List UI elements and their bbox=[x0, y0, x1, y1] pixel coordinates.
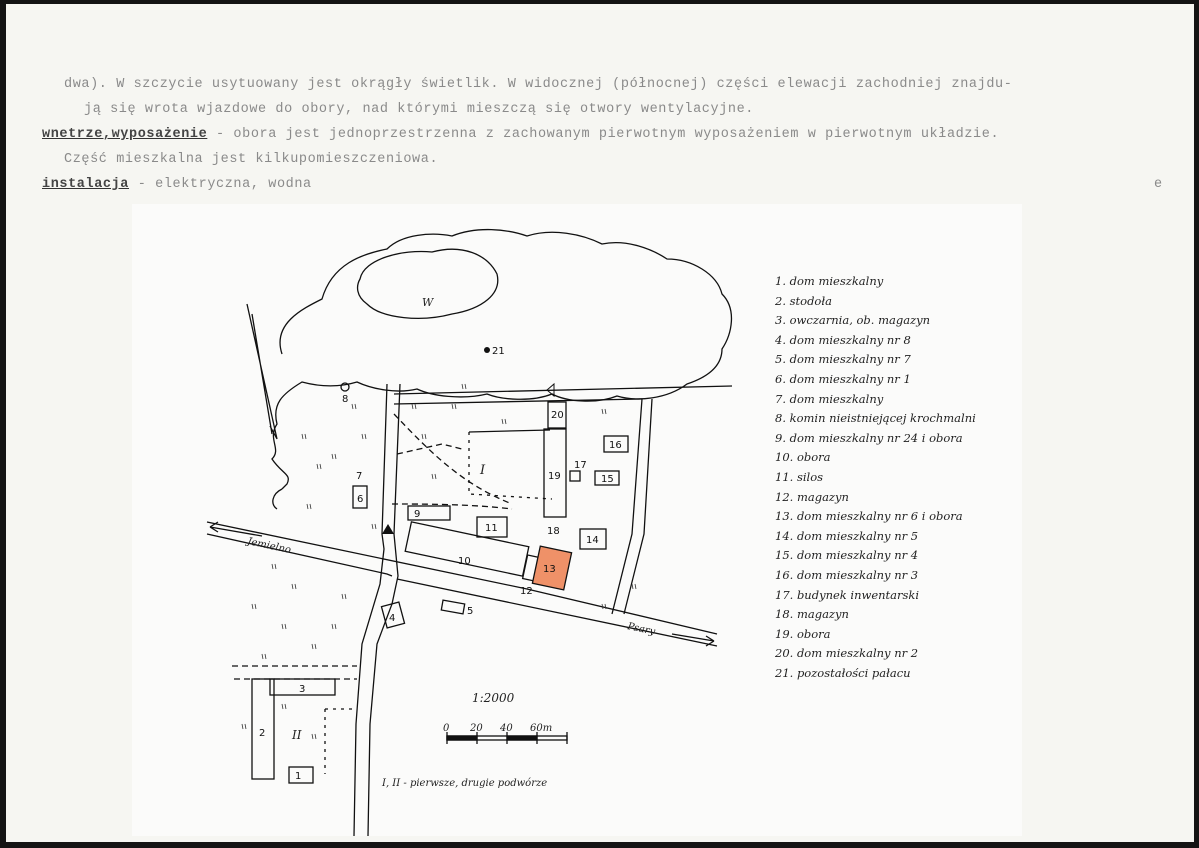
legend-item-17: 17. budynek inwentarski bbox=[775, 587, 920, 602]
text-line-4: Część mieszkalna jest kilkupomieszczenio… bbox=[64, 152, 439, 167]
text-line-5: instalacja - elektryczna, wodna bbox=[42, 177, 312, 192]
scale-tick-60m: 60m bbox=[530, 723, 552, 734]
building-14 bbox=[579, 528, 607, 550]
building-13 bbox=[531, 545, 573, 591]
text-line-2: ją się wrota wjazdowe do obory, nad któr… bbox=[84, 102, 755, 117]
legend-item-10: 10. obora bbox=[775, 450, 831, 465]
site-plan-figure: 1 2 3 4 5 6 7 8 9 10 11 12 13 14 15 16 1… bbox=[132, 204, 1022, 836]
road-label-psary: Psary bbox=[625, 621, 656, 638]
label-13: 13 bbox=[543, 564, 556, 575]
label-15: 15 bbox=[601, 474, 614, 485]
yard-1-label: I bbox=[479, 463, 486, 478]
pond-label: W bbox=[422, 296, 435, 309]
label-9: 9 bbox=[414, 509, 420, 520]
building-17 bbox=[569, 470, 581, 482]
road-north-edge bbox=[206, 521, 718, 635]
building-16 bbox=[603, 435, 629, 453]
legend-item-1: 1. dom mieszkalny bbox=[775, 274, 884, 288]
building-3 bbox=[269, 678, 336, 696]
legend-item-6: 6. dom mieszkalny nr 1 bbox=[775, 372, 911, 386]
label-16: 16 bbox=[609, 440, 622, 451]
label-7: 7 bbox=[356, 471, 362, 482]
label-10: 10 bbox=[458, 556, 471, 567]
legend-item-21: 21. pozostałości pałacu bbox=[775, 666, 911, 680]
legend-item-2: 2. stodoła bbox=[775, 293, 832, 308]
label-21: 21 bbox=[492, 346, 505, 357]
text-line-3: wnetrze,wyposażenie - obora jest jednopr… bbox=[42, 127, 999, 142]
building-2 bbox=[251, 678, 275, 780]
legend-item-12: 12. magazyn bbox=[775, 489, 849, 504]
building-15 bbox=[594, 470, 620, 486]
building-6 bbox=[352, 485, 368, 509]
label-20: 20 bbox=[551, 410, 564, 421]
label-8: 8 bbox=[342, 394, 348, 405]
building-20 bbox=[547, 401, 567, 429]
building-4 bbox=[380, 601, 406, 629]
building-5 bbox=[440, 599, 466, 615]
label-6: 6 bbox=[357, 494, 363, 505]
legend-item-13: 13. dom mieszkalny nr 6 i obora bbox=[775, 509, 963, 524]
grass-marks bbox=[241, 383, 637, 740]
chimney-8 bbox=[340, 382, 350, 392]
corner-mark: e bbox=[1154, 177, 1163, 192]
legend-item-14: 14. dom mieszkalny nr 5 bbox=[775, 528, 919, 543]
label-11: 11 bbox=[485, 523, 498, 534]
site-plan-map: 1 2 3 4 5 6 7 8 9 10 11 12 13 14 15 16 1… bbox=[206, 228, 733, 836]
legend-item-16: 16. dom mieszkalny nr 3 bbox=[775, 568, 919, 582]
label-3: 3 bbox=[299, 684, 305, 695]
legend-item-7: 7. dom mieszkalny bbox=[775, 391, 884, 406]
scale-tick-0: 0 bbox=[443, 723, 450, 734]
label-12: 12 bbox=[520, 586, 533, 597]
pond-outline bbox=[356, 248, 499, 319]
installation-description: - elektryczna, wodna bbox=[129, 177, 312, 192]
legend-item-8: 8. komin nieistniejącej krochmalni bbox=[775, 411, 976, 426]
legend-item-19: 19. obora bbox=[775, 626, 831, 641]
label-4: 4 bbox=[389, 613, 395, 624]
building-19 bbox=[543, 428, 567, 518]
legend-item-18: 18. magazyn bbox=[775, 607, 849, 622]
legend-item-5: 5. dom mieszkalny nr 7 bbox=[775, 352, 911, 367]
palace-ruins-mark bbox=[484, 347, 490, 353]
label-19: 19 bbox=[548, 471, 561, 482]
label-14: 14 bbox=[586, 535, 599, 546]
legend-item-11: 11. silos bbox=[775, 470, 824, 484]
entrance-arrow bbox=[382, 524, 394, 534]
legend-item-3: 3. owczarnia, ob. magazyn bbox=[775, 313, 931, 328]
label-18: 18 bbox=[547, 526, 560, 537]
label-5: 5 bbox=[467, 606, 473, 617]
park-outline bbox=[271, 228, 733, 490]
road-south-edge bbox=[206, 533, 393, 577]
document-page: dwa). W szczycie usytuowany jest okrągły… bbox=[6, 4, 1194, 842]
label-2: 2 bbox=[259, 728, 265, 739]
gate-arrow bbox=[546, 382, 555, 398]
map-footnote: I, II - pierwsze, drugie podwórze bbox=[381, 778, 547, 789]
north-arrow bbox=[246, 303, 278, 440]
scale-tick-20: 20 bbox=[469, 723, 483, 734]
legend-item-20: 20. dom mieszkalny nr 2 bbox=[775, 646, 919, 661]
scale-text: 1:2000 bbox=[472, 691, 515, 705]
heading-installation: instalacja bbox=[42, 177, 130, 192]
legend-item-4: 4. dom mieszkalny nr 8 bbox=[775, 332, 911, 347]
interior-description: - obora jest jednoprzestrzenna z zachowa… bbox=[207, 127, 1000, 142]
building-9 bbox=[407, 505, 451, 521]
heading-interior: wnetrze,wyposażenie bbox=[42, 127, 208, 142]
legend-item-9: 9. dom mieszkalny nr 24 i obora bbox=[775, 430, 963, 445]
building-11 bbox=[476, 516, 508, 538]
yard-2-label: II bbox=[291, 728, 302, 742]
building-1 bbox=[288, 766, 314, 784]
legend-item-15: 15. dom mieszkalny nr 4 bbox=[775, 548, 919, 563]
scale-tick-40: 40 bbox=[499, 723, 513, 734]
text-line-1: dwa). W szczycie usytuowany jest okrągły… bbox=[64, 77, 1013, 92]
label-17: 17 bbox=[574, 460, 587, 471]
label-1: 1 bbox=[295, 771, 301, 782]
